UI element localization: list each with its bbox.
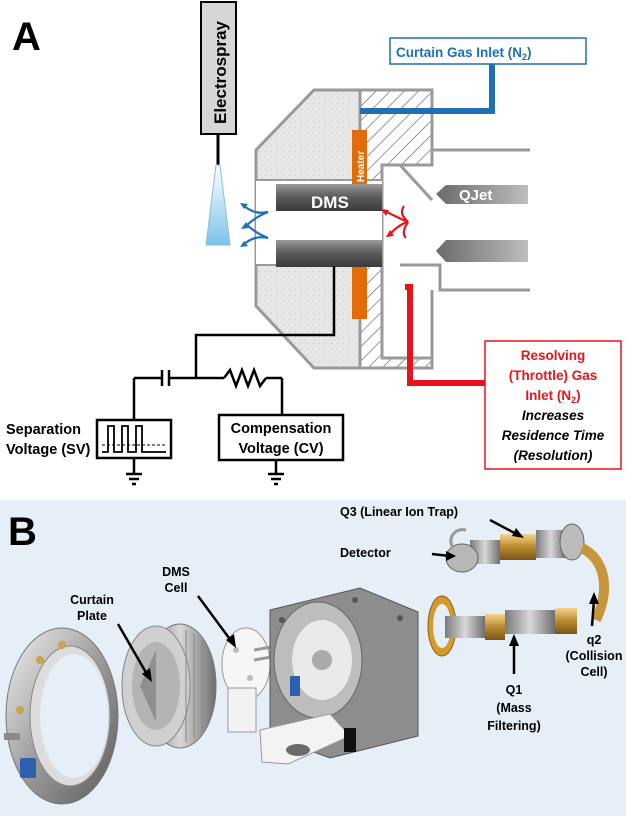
quadrupole-assembly	[427, 523, 610, 657]
electrospray-label: Electrospray	[211, 20, 230, 124]
qjet-rod-bottom	[436, 240, 528, 262]
heater-element-bottom	[352, 265, 367, 319]
dms-cell-line1: DMS	[162, 565, 190, 579]
voltage-circuit	[126, 266, 336, 486]
detector-label: Detector	[340, 546, 391, 560]
resolving-gas-line6: (Resolution)	[514, 448, 593, 463]
qjet-label: QJet	[459, 187, 492, 204]
resolving-gas-line1: Resolving	[521, 348, 586, 363]
dms-plate-top	[276, 184, 382, 211]
resolving-gas-box	[484, 340, 622, 470]
separation-voltage-line1: Separation	[6, 422, 81, 438]
q1-line1: Q1	[506, 683, 523, 697]
curtain-gas-label: Curtain Gas Inlet (N2)	[396, 45, 532, 62]
compensation-voltage-line2: Voltage (CV)	[238, 441, 323, 457]
curtain-plate-arrow	[116, 623, 150, 677]
panel-a-schematic: A Electrospray Heater DMS QJet	[6, 1, 622, 486]
panel-b-exploded-view: B	[0, 500, 626, 816]
q1-line2: (Mass	[496, 701, 531, 715]
q2-arrow	[590, 599, 596, 627]
dms-plate-bottom	[276, 240, 382, 267]
panel-a-letter: A	[12, 15, 41, 59]
interface-block	[259, 587, 419, 765]
resolving-gas-line5: Residence Time	[502, 428, 605, 443]
dms-label: DMS	[311, 193, 349, 212]
compensation-voltage-line1: Compensation	[231, 421, 332, 437]
resolving-gas-line	[405, 284, 485, 386]
curtain-gas-flow-arrows-icon	[240, 203, 269, 247]
panel-b-letter: B	[8, 510, 37, 554]
dms-housing	[254, 88, 530, 370]
q2-arrowhead-icon	[589, 592, 599, 604]
resolving-gas-line3: Inlet (N2)	[525, 388, 580, 405]
curtain-plate-line2: Plate	[77, 609, 107, 623]
dms-cell-arrowhead-icon	[226, 634, 236, 648]
electrospray-emitter	[200, 1, 237, 246]
separation-voltage-line2: Voltage (SV)	[6, 442, 90, 458]
curtain-gas-line	[360, 58, 495, 114]
resolving-gas-flow-arrows-icon	[381, 205, 409, 239]
dms-cell-line2: Cell	[165, 581, 188, 595]
curtain-plate-part	[121, 623, 217, 749]
separation-voltage-source	[95, 418, 173, 460]
resolving-gas-line4: Increases	[522, 408, 585, 423]
curtain-plate-arrowhead-icon	[142, 668, 152, 682]
dms-cell-arrow	[196, 595, 234, 643]
q2-line3: Cell)	[580, 665, 607, 679]
q2-line1: q2	[587, 633, 602, 647]
q2-line2: (Collision	[566, 649, 623, 663]
resolving-gas-line2: (Throttle) Gas	[509, 368, 598, 383]
q3-label: Q3 (Linear Ion Trap)	[340, 505, 458, 519]
heater-label: Heater	[356, 151, 367, 182]
curtain-plate-line1: Curtain	[70, 593, 114, 607]
detector-arrowhead-icon	[446, 551, 456, 561]
q3-arrowhead-icon	[512, 528, 524, 538]
curtain-plate-ring	[4, 627, 119, 805]
q1-line3: Filtering)	[487, 719, 540, 733]
qjet-rod-top	[436, 185, 528, 204]
q1-arrowhead-icon	[509, 634, 519, 646]
heater-element-top	[352, 130, 367, 188]
compensation-voltage-box	[217, 413, 345, 462]
curtain-gas-box	[389, 37, 587, 65]
